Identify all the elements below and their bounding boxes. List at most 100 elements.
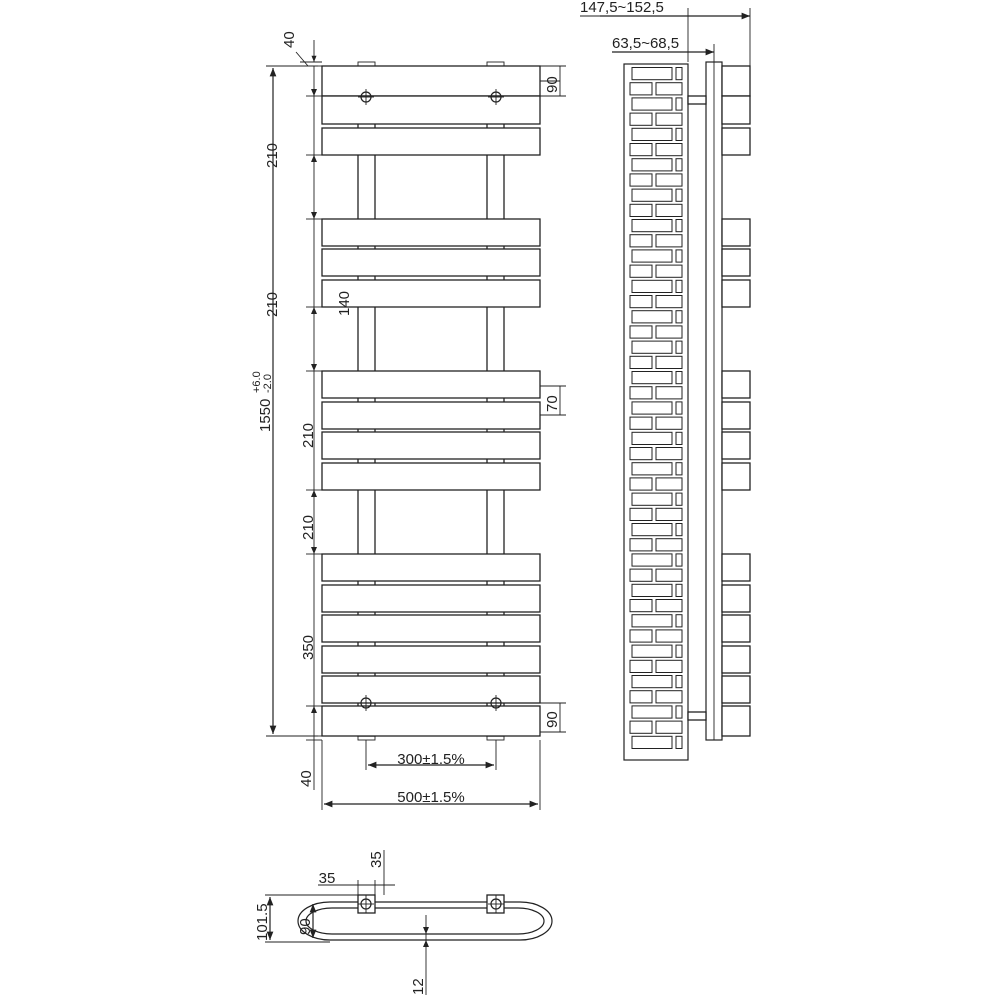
- brick: [655, 264, 683, 278]
- brick: [631, 158, 673, 172]
- brick: [631, 127, 673, 142]
- brick: [675, 492, 683, 506]
- brick: [629, 507, 653, 521]
- lower-group-label: 350: [300, 635, 317, 660]
- brick: [629, 173, 653, 187]
- height-tolerance-plus: +6.0: [251, 371, 263, 393]
- brick: [655, 355, 683, 369]
- brick: [655, 477, 683, 491]
- top-offset-label: 40: [281, 31, 298, 48]
- plan-depth-dimension: [265, 894, 358, 943]
- brick: [655, 143, 683, 157]
- top-right-valve-icon: [488, 89, 504, 105]
- group-spacing-3-label: 210: [300, 423, 317, 448]
- group-spacing-4-label: 210: [300, 515, 317, 540]
- brick: [631, 644, 673, 658]
- overall-height-label: 1550: [257, 399, 274, 432]
- brick: [631, 492, 673, 506]
- brick: [675, 371, 683, 385]
- overall-width-label: 500±1.5%: [397, 789, 464, 806]
- plan-bar-depth-label: 90: [297, 918, 314, 935]
- brick: [629, 355, 653, 369]
- brick: [655, 447, 683, 461]
- brick: [655, 568, 683, 582]
- group-spacing-1-label: 210: [264, 143, 281, 168]
- brick: [631, 279, 673, 293]
- brick: [629, 112, 653, 126]
- bottom-right-valve-icon: [488, 695, 504, 711]
- brick: [675, 158, 683, 172]
- brick: [675, 340, 683, 354]
- brick: [675, 249, 683, 263]
- brick: [629, 599, 653, 613]
- brick: [655, 599, 683, 613]
- bottom-offset-dimension: [306, 736, 322, 790]
- spacing-dimension-chain: [306, 65, 322, 737]
- brick: [629, 690, 653, 704]
- brick: [631, 735, 673, 749]
- brick: [631, 97, 673, 111]
- bottom-bar-height-dimension: [540, 702, 566, 733]
- pipe-depth-label: 63,5~68,5: [612, 35, 679, 52]
- plan-overall-depth-label: 101.5: [254, 903, 271, 941]
- brick: [655, 690, 683, 704]
- brick: [629, 568, 653, 582]
- brick: [631, 523, 673, 537]
- top-bar-height-label: 90: [544, 76, 561, 93]
- top-bar-height-dimension: [540, 65, 566, 97]
- brick: [631, 67, 673, 81]
- side-view: 147,5~152,5 63,5~68,5: [580, 0, 751, 761]
- wall-depth-label: 147,5~152,5: [580, 0, 664, 16]
- brick: [655, 416, 683, 430]
- brick: [655, 629, 683, 643]
- brick: [631, 583, 673, 597]
- top-offset-leader: [295, 40, 322, 67]
- brick: [631, 553, 673, 567]
- brick: [675, 188, 683, 202]
- brick: [675, 583, 683, 597]
- brick: [631, 219, 673, 233]
- front-view: 1550 +6.0 -2.0: [251, 31, 566, 810]
- bar-height-dimension: [540, 385, 566, 416]
- plan-pipe-offset-label: 35: [319, 870, 336, 887]
- brick: [675, 279, 683, 293]
- overall-width-dimension: [321, 740, 541, 810]
- brick: [629, 629, 653, 643]
- bottom-offset-label: 40: [298, 770, 315, 787]
- brick: [629, 447, 653, 461]
- brick: [675, 735, 683, 749]
- top-left-valve-icon: [358, 89, 374, 105]
- plan-thickness-dimension: [423, 915, 429, 995]
- brick: [631, 188, 673, 202]
- brick: [655, 112, 683, 126]
- brick: [655, 538, 683, 552]
- brick: [629, 386, 653, 400]
- brick: [631, 401, 673, 415]
- brick: [675, 462, 683, 476]
- brick: [655, 234, 683, 248]
- bottom-bar-height-label: 90: [544, 711, 561, 728]
- wall-outline: [623, 63, 689, 761]
- brick: [675, 523, 683, 537]
- plan-left-pipe-icon: [357, 894, 376, 914]
- brick: [629, 203, 653, 218]
- height-tolerance-minus: -2.0: [262, 374, 274, 393]
- brick: [675, 401, 683, 415]
- brick: [629, 264, 653, 278]
- pipe-centres-label: 300±1.5%: [397, 751, 464, 768]
- brick: [629, 295, 653, 309]
- brick: [629, 143, 653, 157]
- plan-right-pipe-icon: [486, 894, 505, 914]
- brick: [655, 173, 683, 187]
- brick: [655, 659, 683, 673]
- brick: [655, 295, 683, 309]
- brick: [675, 127, 683, 142]
- radiator-side-profile: [687, 61, 751, 741]
- brick: [675, 431, 683, 445]
- brick: [631, 431, 673, 445]
- bottom-left-valve-icon: [358, 695, 374, 711]
- brick: [675, 67, 683, 81]
- brick: [655, 203, 683, 218]
- plan-pipe-offset-vertical-label: 35: [368, 851, 385, 868]
- brick: [631, 371, 673, 385]
